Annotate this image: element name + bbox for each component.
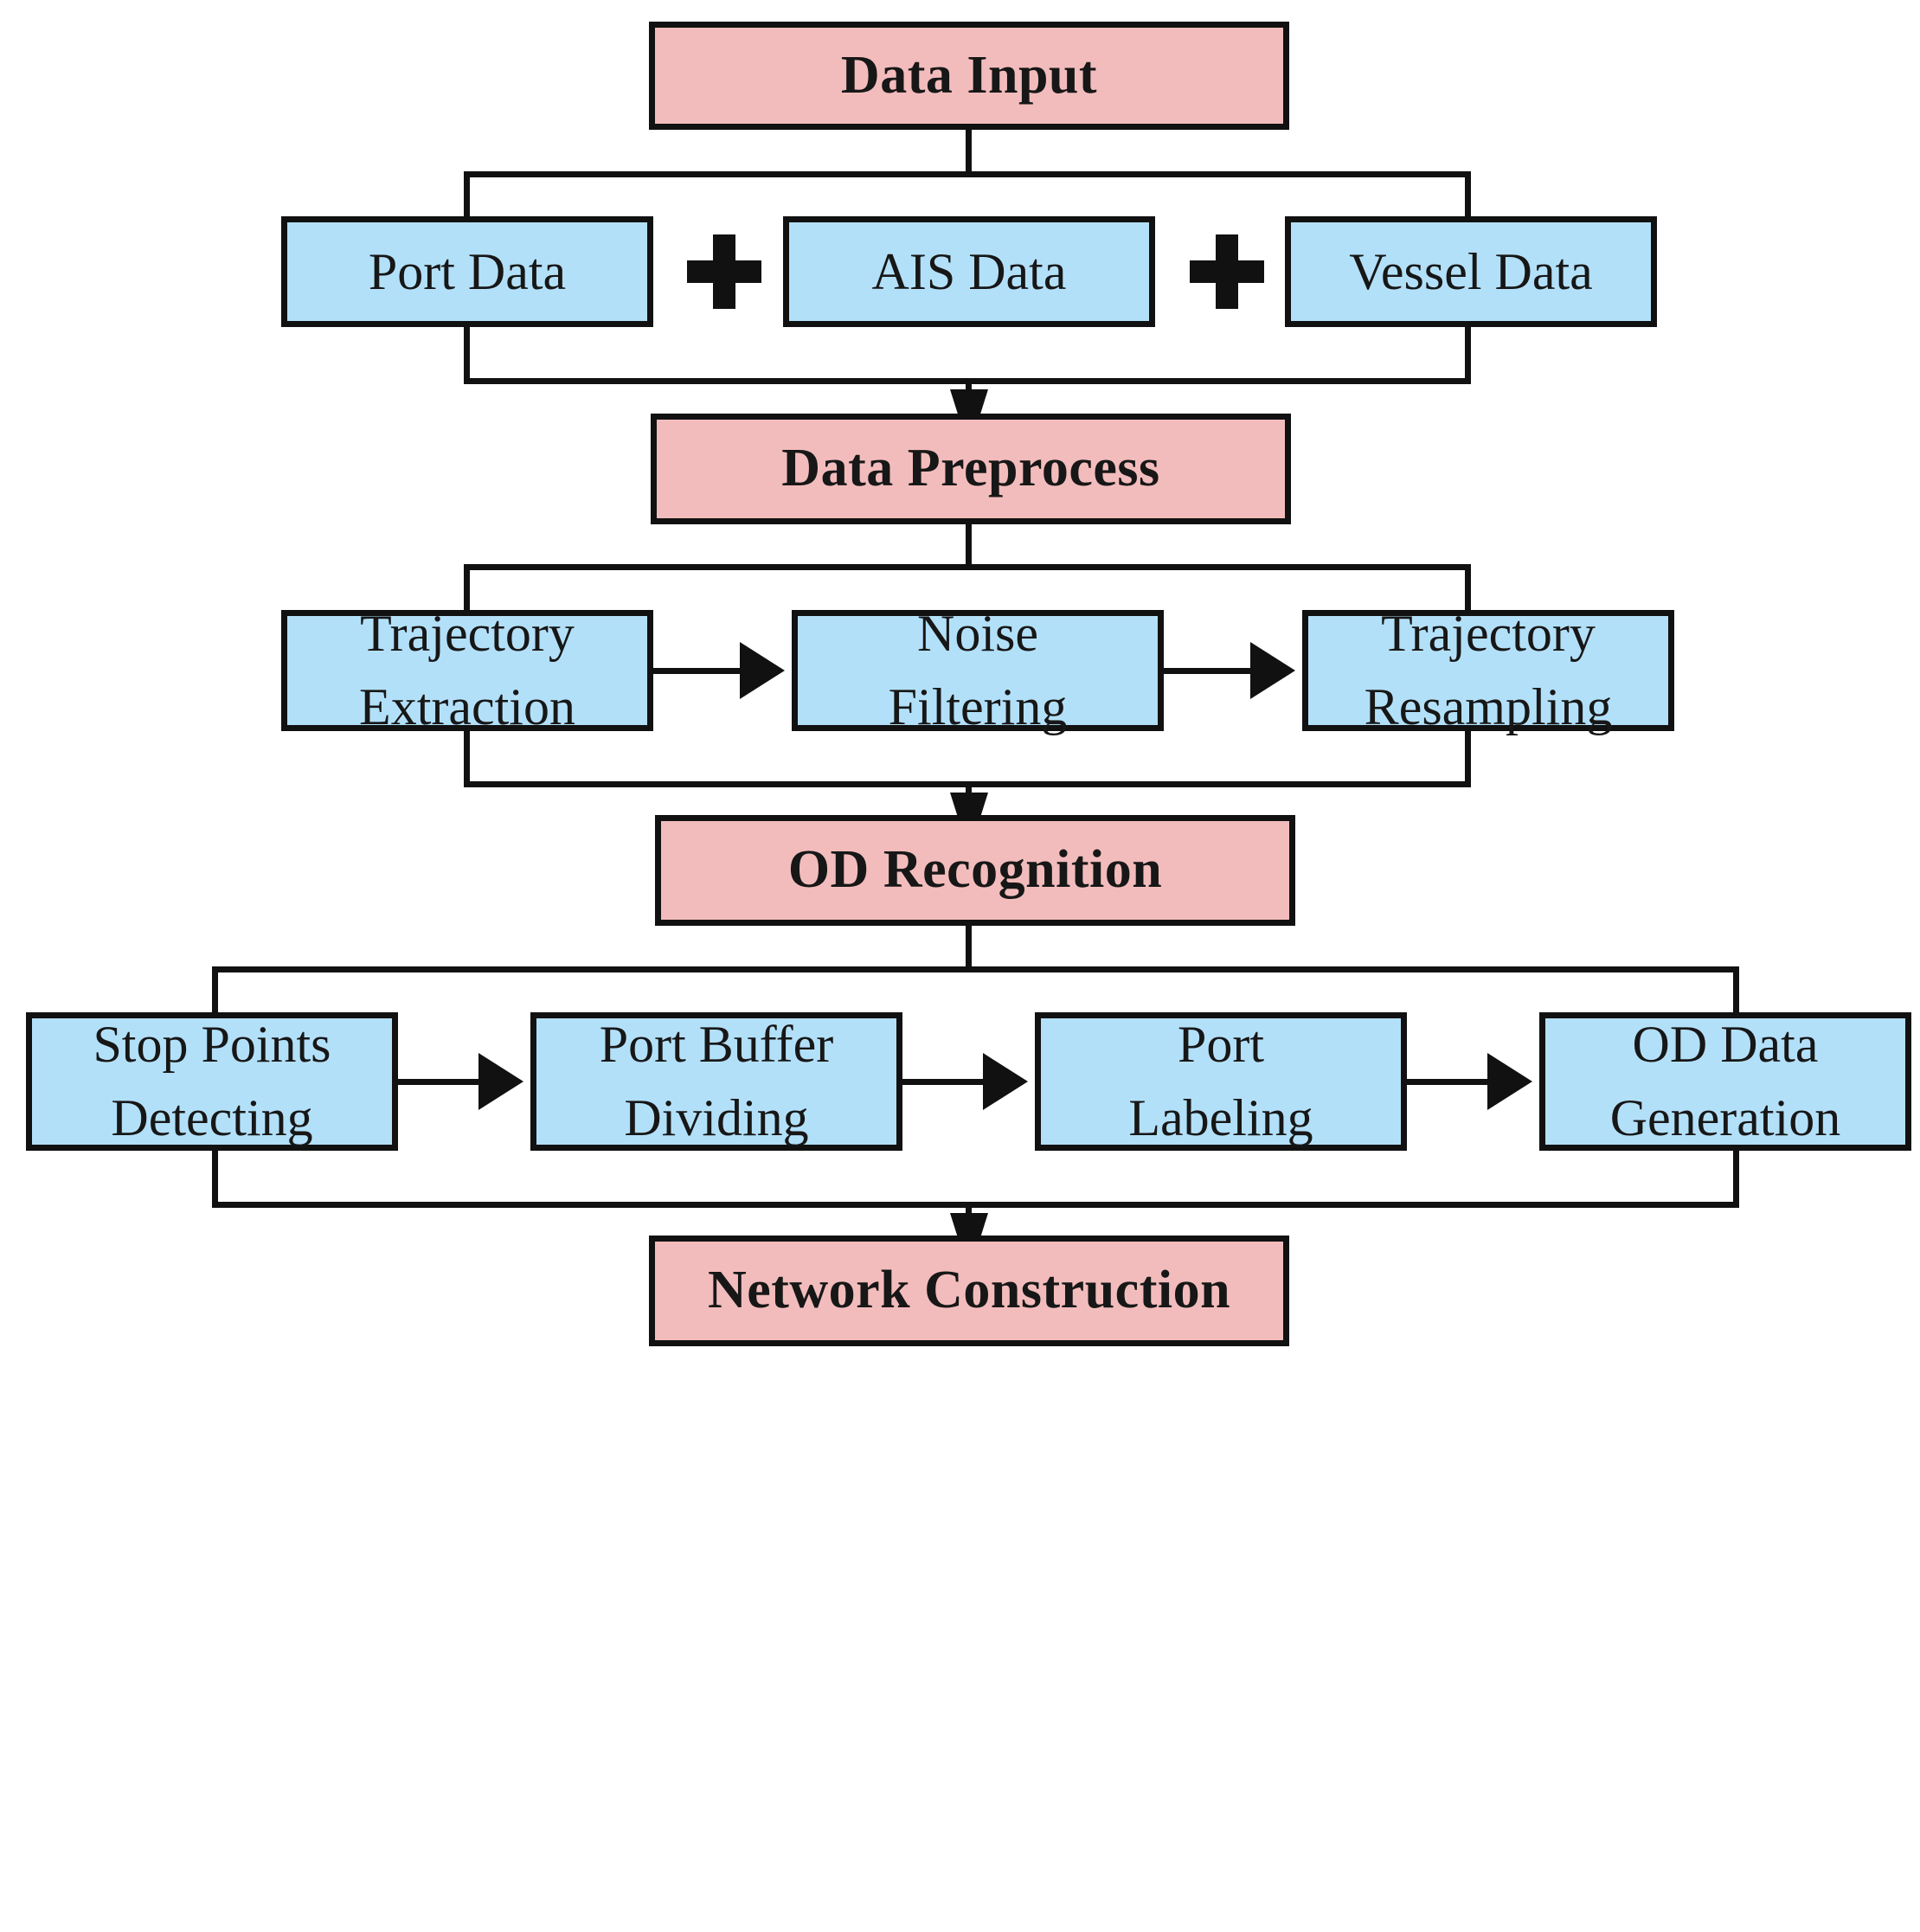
step-label-trajectory-resampling: Trajectory Resampling (1308, 597, 1668, 744)
connector-od-rise-left (212, 1147, 218, 1208)
arrow-trajectory-extraction-to-noise-filtering (740, 642, 785, 699)
step-box-port-buffer-dividing: Port Buffer Dividing (530, 1012, 902, 1151)
connector-network-stem (966, 1202, 972, 1217)
connector-od-trunk (966, 926, 972, 971)
arrow-port-buffer-dividing-to-port-labeling (983, 1053, 1028, 1110)
step-box-trajectory-extraction: Trajectory Extraction (281, 605, 653, 735)
step-label-ais-data: AIS Data (871, 242, 1067, 300)
connector-arrow-shaft-p1 (653, 668, 748, 674)
connector-preprocess-rise-right (1465, 729, 1471, 787)
connector-arrow-shaft-o2 (902, 1079, 989, 1085)
step-line-2: Filtering (888, 678, 1068, 735)
connector-od-stem (966, 781, 972, 797)
step-line-1: Noise (917, 604, 1038, 662)
step-label-trajectory-extraction: Trajectory Extraction (287, 597, 647, 744)
connector-preprocess-drop-left (464, 564, 470, 614)
connector-preprocess-trunk (966, 524, 972, 569)
connector-input-drop-left (464, 171, 470, 221)
stage-box-network-construction: Network Construction (649, 1236, 1289, 1346)
stage-box-data-preprocess: Data Preprocess (651, 414, 1291, 524)
connector-od-drop-left (212, 966, 218, 1017)
step-label-port-data: Port Data (368, 242, 567, 300)
step-line-2: Resampling (1364, 678, 1613, 735)
connector-preprocess-drop-right (1465, 564, 1471, 614)
stage-label-data-preprocess: Data Preprocess (781, 439, 1160, 498)
connector-arrow-shaft-o1 (398, 1079, 485, 1085)
step-box-stop-points-detecting: Stop Points Detecting (26, 1012, 398, 1151)
stage-box-data-input: Data Input (649, 22, 1289, 130)
step-box-port-data: Port Data (281, 216, 653, 327)
step-box-vessel-data: Vessel Data (1285, 216, 1657, 327)
arrow-noise-filtering-to-trajectory-resampling (1250, 642, 1295, 699)
step-line-2: Generation (1609, 1089, 1841, 1146)
connector-arrow-shaft-p2 (1164, 668, 1259, 674)
step-line-1: Trajectory (1381, 604, 1596, 662)
connector-od-rise-right (1733, 1147, 1739, 1208)
connector-preprocess-stem (966, 378, 972, 394)
step-line-1: Trajectory (360, 604, 575, 662)
connector-arrow-shaft-o3 (1407, 1079, 1493, 1085)
plus-icon-2 (1190, 234, 1264, 309)
plus-icon-1 (687, 234, 761, 309)
step-box-ais-data: AIS Data (783, 216, 1155, 327)
connector-input-trunk (966, 130, 972, 175)
connector-input-bus (464, 171, 1471, 177)
step-line-1: OD Data (1632, 1015, 1819, 1073)
step-line-1: Stop Points (93, 1015, 331, 1073)
connector-preprocess-rise-left (464, 729, 470, 787)
connector-input-drop-right (1465, 171, 1471, 221)
step-box-noise-filtering: Noise Filtering (792, 605, 1164, 735)
stage-label-data-input: Data Input (840, 45, 1098, 105)
step-line-1: Port Buffer (599, 1015, 834, 1073)
step-label-stop-points-detecting: Stop Points Detecting (32, 1008, 392, 1155)
connector-sources-rise-left (464, 324, 470, 384)
step-label-port-buffer-dividing: Port Buffer Dividing (536, 1008, 896, 1155)
step-line-2: Detecting (111, 1089, 313, 1146)
step-line-2: Extraction (359, 678, 575, 735)
stage-label-network-construction: Network Construction (707, 1261, 1231, 1320)
step-line-2: Labeling (1128, 1089, 1313, 1146)
connector-sources-rise-right (1465, 324, 1471, 384)
connector-od-merge-bus (212, 1202, 1739, 1208)
step-line-1: Port (1177, 1015, 1265, 1073)
stage-box-od-recognition: OD Recognition (655, 815, 1295, 926)
step-label-od-data-generation: OD Data Generation (1545, 1008, 1905, 1155)
step-label-vessel-data: Vessel Data (1349, 242, 1593, 300)
step-label-noise-filtering: Noise Filtering (798, 597, 1158, 744)
connector-preprocess-bus (464, 564, 1471, 570)
step-line-2: Dividing (624, 1089, 809, 1146)
arrow-stop-points-detecting-to-port-buffer-dividing (478, 1053, 523, 1110)
stage-label-od-recognition: OD Recognition (787, 840, 1163, 900)
connector-od-bus (212, 966, 1739, 972)
step-box-od-data-generation: OD Data Generation (1539, 1012, 1911, 1151)
step-box-port-labeling: Port Labeling (1035, 1012, 1407, 1151)
step-label-port-labeling: Port Labeling (1041, 1008, 1401, 1155)
connector-od-drop-right (1733, 966, 1739, 1017)
arrow-port-labeling-to-od-data-generation (1487, 1053, 1532, 1110)
step-box-trajectory-resampling: Trajectory Resampling (1302, 605, 1674, 735)
